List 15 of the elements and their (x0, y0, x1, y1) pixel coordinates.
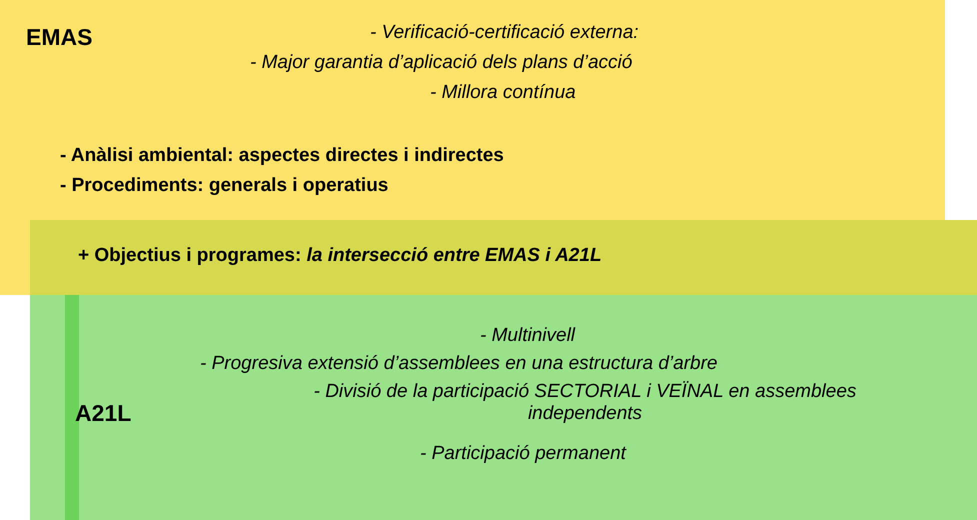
list-item: - Anàlisi ambiental: aspectes directes i indirectes (60, 145, 504, 167)
note-line: - Major garantia d’aplicació dels plans d’acció (250, 52, 632, 74)
note-line: - Participació permanent (420, 443, 626, 465)
note-line: - Divisió de la participació SECTORIAL i VEÏNAL en assemblees independents (312, 381, 858, 425)
heading: EMAS (26, 24, 92, 51)
intersection-band (0, 220, 977, 295)
note-line: - Verificació-certificació externa: (370, 22, 639, 44)
note-line: - Multinivell (480, 325, 576, 347)
a21l-panel (30, 295, 977, 520)
note-line: - Progresiva extensió d’assemblees en una estructura d’arbre (200, 353, 718, 375)
note-line: - Millora contínua (430, 82, 576, 104)
emas-panel (0, 0, 945, 220)
band-text: + Objectius i programes: la intersecció entre EMAS i A21L (78, 245, 602, 267)
list-item: - Procediments: generals i operatius (60, 175, 388, 197)
heading: A21L (75, 400, 132, 427)
